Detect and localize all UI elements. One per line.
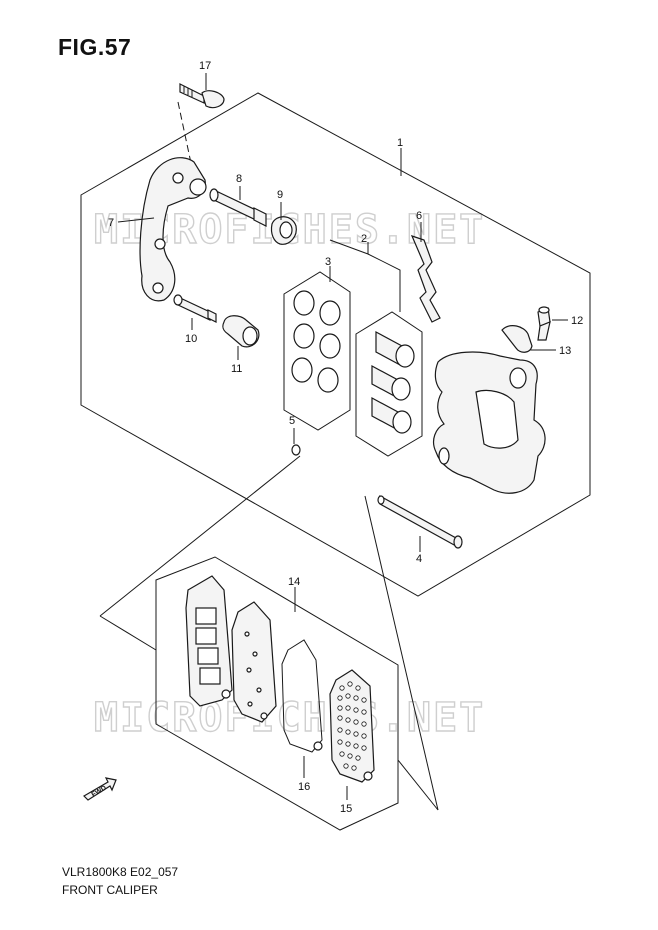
- callout-2: 2: [361, 233, 367, 245]
- callout-15: 15: [340, 803, 352, 815]
- clip-5: [291, 444, 301, 456]
- fwd-label: FWD: [91, 785, 108, 799]
- caliper-bracket-7: [139, 157, 207, 302]
- figure-name: FRONT CALIPER: [62, 883, 158, 897]
- connector-line-left: [99, 455, 301, 617]
- callout-3: 3: [325, 256, 331, 268]
- brake-pad-front: [185, 575, 233, 707]
- callout-10: 10: [185, 333, 197, 345]
- boot-11: [222, 315, 260, 348]
- callout-1: 1: [397, 137, 403, 149]
- cap-13: [501, 325, 533, 353]
- callout-6: 6: [416, 210, 422, 222]
- slide-pin-8: [209, 188, 267, 227]
- callout-4: 4: [416, 553, 422, 565]
- fwd-arrow-icon: FWD: [83, 777, 117, 801]
- leader-lines: [117, 73, 568, 800]
- pad-set-frame: [155, 556, 399, 831]
- connector-line-left-b: [99, 615, 157, 651]
- figure-code: VLR1800K8 E02_057: [62, 865, 179, 879]
- bolt-17: [179, 83, 225, 109]
- pad-pin-4: [377, 494, 463, 549]
- connector-line-right: [364, 495, 439, 811]
- pad-spring-6: [410, 235, 441, 323]
- boot-9: [270, 216, 297, 245]
- callout-13: 13: [559, 345, 571, 357]
- piston-seal-kit-3: [283, 271, 351, 431]
- callout-17: 17: [199, 60, 211, 72]
- figure-title: FIG.57: [58, 34, 132, 60]
- callout-8: 8: [236, 173, 242, 185]
- bleeder-valve-12: [537, 306, 551, 341]
- callout-7: 7: [108, 217, 114, 229]
- connector-line-right-b: [397, 759, 439, 811]
- shim-16: [281, 639, 323, 753]
- callout-9: 9: [277, 189, 283, 201]
- watermark-bottom: MICROFICHES.NET: [94, 695, 485, 741]
- caliper-body: [432, 351, 546, 494]
- piston-set-2: [355, 311, 423, 457]
- callout-11: 11: [231, 363, 242, 375]
- caliper-assembly-frame: [80, 92, 591, 597]
- callout-14: 14: [288, 576, 300, 588]
- callout-12: 12: [571, 315, 583, 327]
- shim-15: [329, 669, 375, 783]
- callout-5: 5: [289, 415, 295, 427]
- slide-pin-10: [173, 294, 217, 323]
- callout-16: 16: [298, 781, 310, 793]
- brake-pad-backing: [231, 601, 277, 723]
